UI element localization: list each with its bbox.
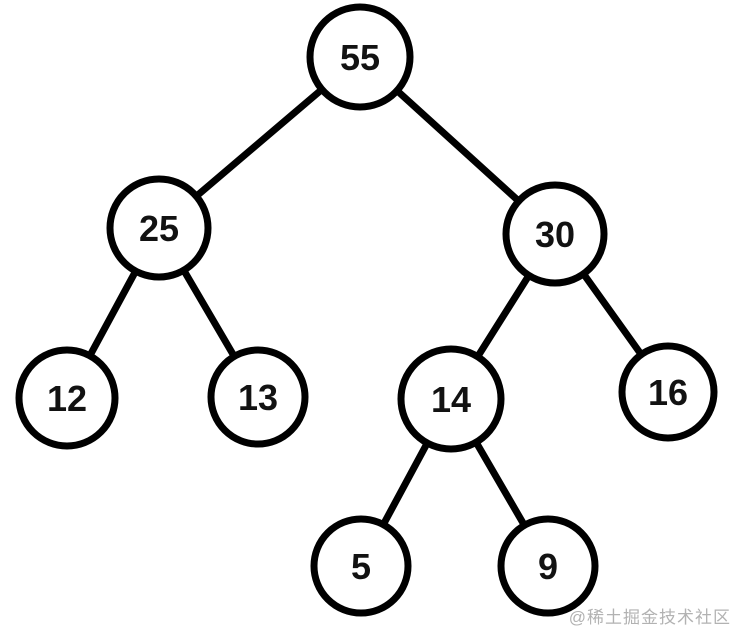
tree-node-13: 13 [207, 346, 309, 448]
tree-node-label-12: 12 [47, 378, 87, 419]
tree-node-5: 5 [310, 515, 412, 617]
tree-node-circle-5 [310, 515, 412, 617]
tree-node-label-25: 25 [139, 208, 179, 249]
tree-node-circle-16 [618, 342, 718, 442]
tree-node-55: 55 [306, 3, 414, 111]
tree-node-label-30: 30 [535, 214, 575, 255]
tree-node-label-55: 55 [340, 37, 380, 78]
tree-node-circle-13 [207, 346, 309, 448]
tree-node-circle-14 [397, 345, 505, 453]
tree-node-label-9: 9 [538, 546, 558, 587]
tree-node-label-14: 14 [431, 379, 471, 420]
tree-node-9: 9 [497, 515, 599, 617]
tree-node-14: 14 [397, 345, 505, 453]
tree-node-12: 12 [15, 346, 119, 450]
tree-node-circle-9 [497, 515, 599, 617]
tree-node-circle-30 [502, 181, 608, 287]
tree-node-circle-25 [106, 175, 212, 281]
tree-node-25: 25 [106, 175, 212, 281]
tree-node-circle-55 [306, 3, 414, 111]
tree-node-30: 30 [502, 181, 608, 287]
watermark: @稀土掘金技术社区 [568, 608, 731, 627]
tree-node-circle-12 [15, 346, 119, 450]
tree-node-label-16: 16 [648, 372, 688, 413]
tree-node-label-13: 13 [238, 377, 278, 418]
tree-node-16: 16 [618, 342, 718, 442]
tree-node-label-5: 5 [351, 546, 371, 587]
